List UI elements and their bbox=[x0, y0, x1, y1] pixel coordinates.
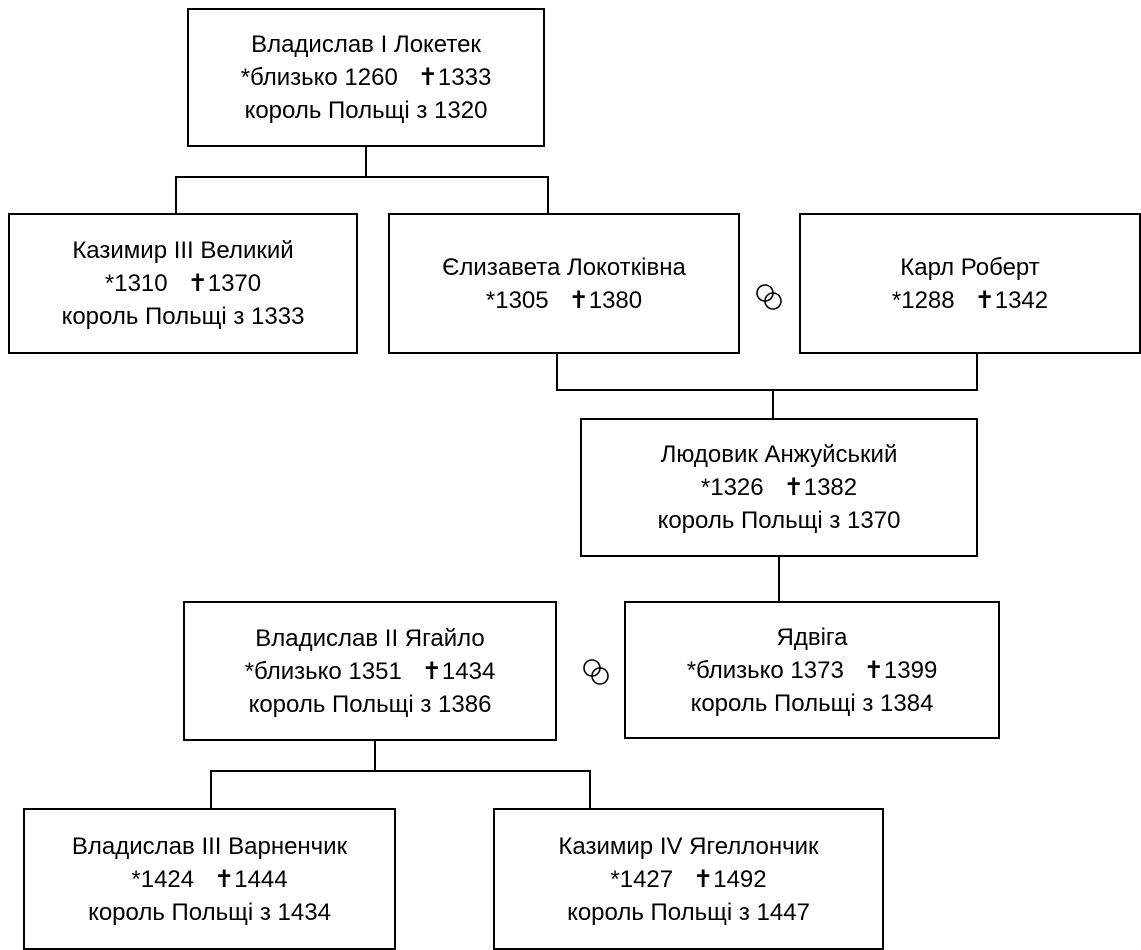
connector-line bbox=[589, 770, 591, 810]
person-name: Владислав I Локетек bbox=[251, 31, 481, 58]
person-dates: *близько 1351 ✝1434 bbox=[244, 657, 496, 685]
person-box-elzbieta: Єлизавета Локотківна *1305 ✝1380 bbox=[388, 213, 740, 354]
connector-line bbox=[976, 353, 978, 391]
person-name: Єлизавета Локотківна bbox=[442, 253, 686, 281]
person-name: Казимир IV Ягеллончик bbox=[558, 832, 819, 860]
connector-line bbox=[374, 739, 376, 771]
person-box-wladyslaw-lokietek: Владислав I Локетек *близько 1260 ✝1333 … bbox=[187, 8, 545, 147]
connector-line bbox=[778, 555, 780, 601]
person-title: король Польщі з 1384 bbox=[690, 689, 934, 717]
person-dates: *близько 1260 ✝1333 bbox=[240, 64, 492, 91]
connector-line bbox=[556, 353, 558, 391]
marriage-rings-icon bbox=[581, 657, 611, 687]
person-title: король Польщі з 1333 bbox=[61, 303, 305, 330]
person-dates: *1310 ✝1370 bbox=[104, 270, 262, 297]
connector-line bbox=[556, 389, 978, 391]
person-name: Владислав II Ягайло bbox=[255, 624, 485, 652]
connector-line bbox=[547, 176, 549, 214]
connector-line bbox=[772, 389, 774, 420]
person-dates: *1305 ✝1380 bbox=[485, 286, 643, 314]
person-box-ludwik: Людовик Анжуйський *1326 ✝1382 король По… bbox=[580, 418, 978, 557]
person-box-jagiellonczyk: Казимир IV Ягеллончик *1427 ✝1492 король… bbox=[493, 808, 884, 950]
connector-line bbox=[365, 145, 367, 177]
person-title: король Польщі з 1320 bbox=[244, 97, 488, 124]
person-box-kazimierz-wielki: Казимир III Великий *1310 ✝1370 король П… bbox=[8, 213, 358, 354]
person-dates: *1427 ✝1492 bbox=[610, 865, 767, 893]
person-box-karl-robert: Карл Роберт *1288 ✝1342 bbox=[799, 213, 1141, 354]
person-name: Казимир III Великий bbox=[72, 237, 294, 264]
person-title: король Польщі з 1434 bbox=[88, 898, 331, 926]
person-name: Карл Роберт bbox=[900, 253, 1040, 281]
person-dates: *1424 ✝1444 bbox=[131, 865, 288, 893]
person-dates: *близько 1373 ✝1399 bbox=[686, 656, 938, 684]
person-box-warnenczyk: Владислав III Варненчик *1424 ✝1444 коро… bbox=[23, 808, 396, 950]
marriage-rings-icon bbox=[754, 282, 784, 312]
person-box-jadwiga: Ядвіга *близько 1373 ✝1399 король Польщі… bbox=[624, 601, 1000, 739]
person-title: король Польщі з 1386 bbox=[248, 690, 492, 718]
connector-line bbox=[210, 770, 212, 810]
person-name: Ядвіга bbox=[776, 623, 848, 651]
connector-line bbox=[210, 770, 591, 772]
connector-line bbox=[175, 176, 549, 178]
person-dates: *1288 ✝1342 bbox=[891, 286, 1049, 314]
person-name: Владислав III Варненчик bbox=[71, 832, 348, 860]
person-title: король Польщі з 1447 bbox=[567, 898, 810, 926]
person-name: Людовик Анжуйський bbox=[660, 441, 898, 468]
person-title: король Польщі з 1370 bbox=[657, 507, 901, 534]
connector-line bbox=[175, 176, 177, 214]
person-dates: *1326 ✝1382 bbox=[700, 474, 858, 501]
person-box-jagiello: Владислав II Ягайло *близько 1351 ✝1434 … bbox=[183, 601, 557, 741]
